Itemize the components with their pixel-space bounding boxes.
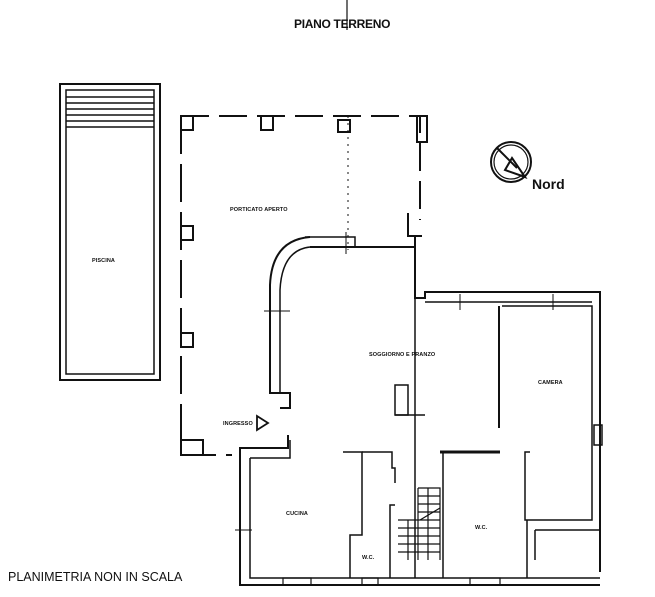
- room-label-camera: CAMERA: [538, 380, 563, 386]
- room-label-porticato: PORTICATO APERTO: [230, 207, 288, 213]
- compass-label: Nord: [532, 176, 565, 192]
- pool: [59, 83, 161, 381]
- north-arrow-icon: [490, 141, 532, 183]
- footer-note: PLANIMETRIA NON IN SCALA: [8, 570, 183, 584]
- room-label-soggiorno: SOGGIORNO E PRANZO: [369, 352, 436, 358]
- page-title: PIANO TERRENO: [294, 17, 391, 31]
- room-label-piscina: PISCINA: [92, 258, 116, 264]
- porch-boundary: [180, 115, 428, 456]
- room-label-wc-large: W.C.: [475, 525, 488, 531]
- building-walls: [235, 213, 603, 586]
- room-label-wc-small: W.C.: [362, 555, 375, 561]
- room-label-cucina: CUCINA: [286, 511, 308, 517]
- entrance-arrow-icon: [256, 414, 270, 432]
- entrance-label: INGRESSO: [223, 421, 253, 427]
